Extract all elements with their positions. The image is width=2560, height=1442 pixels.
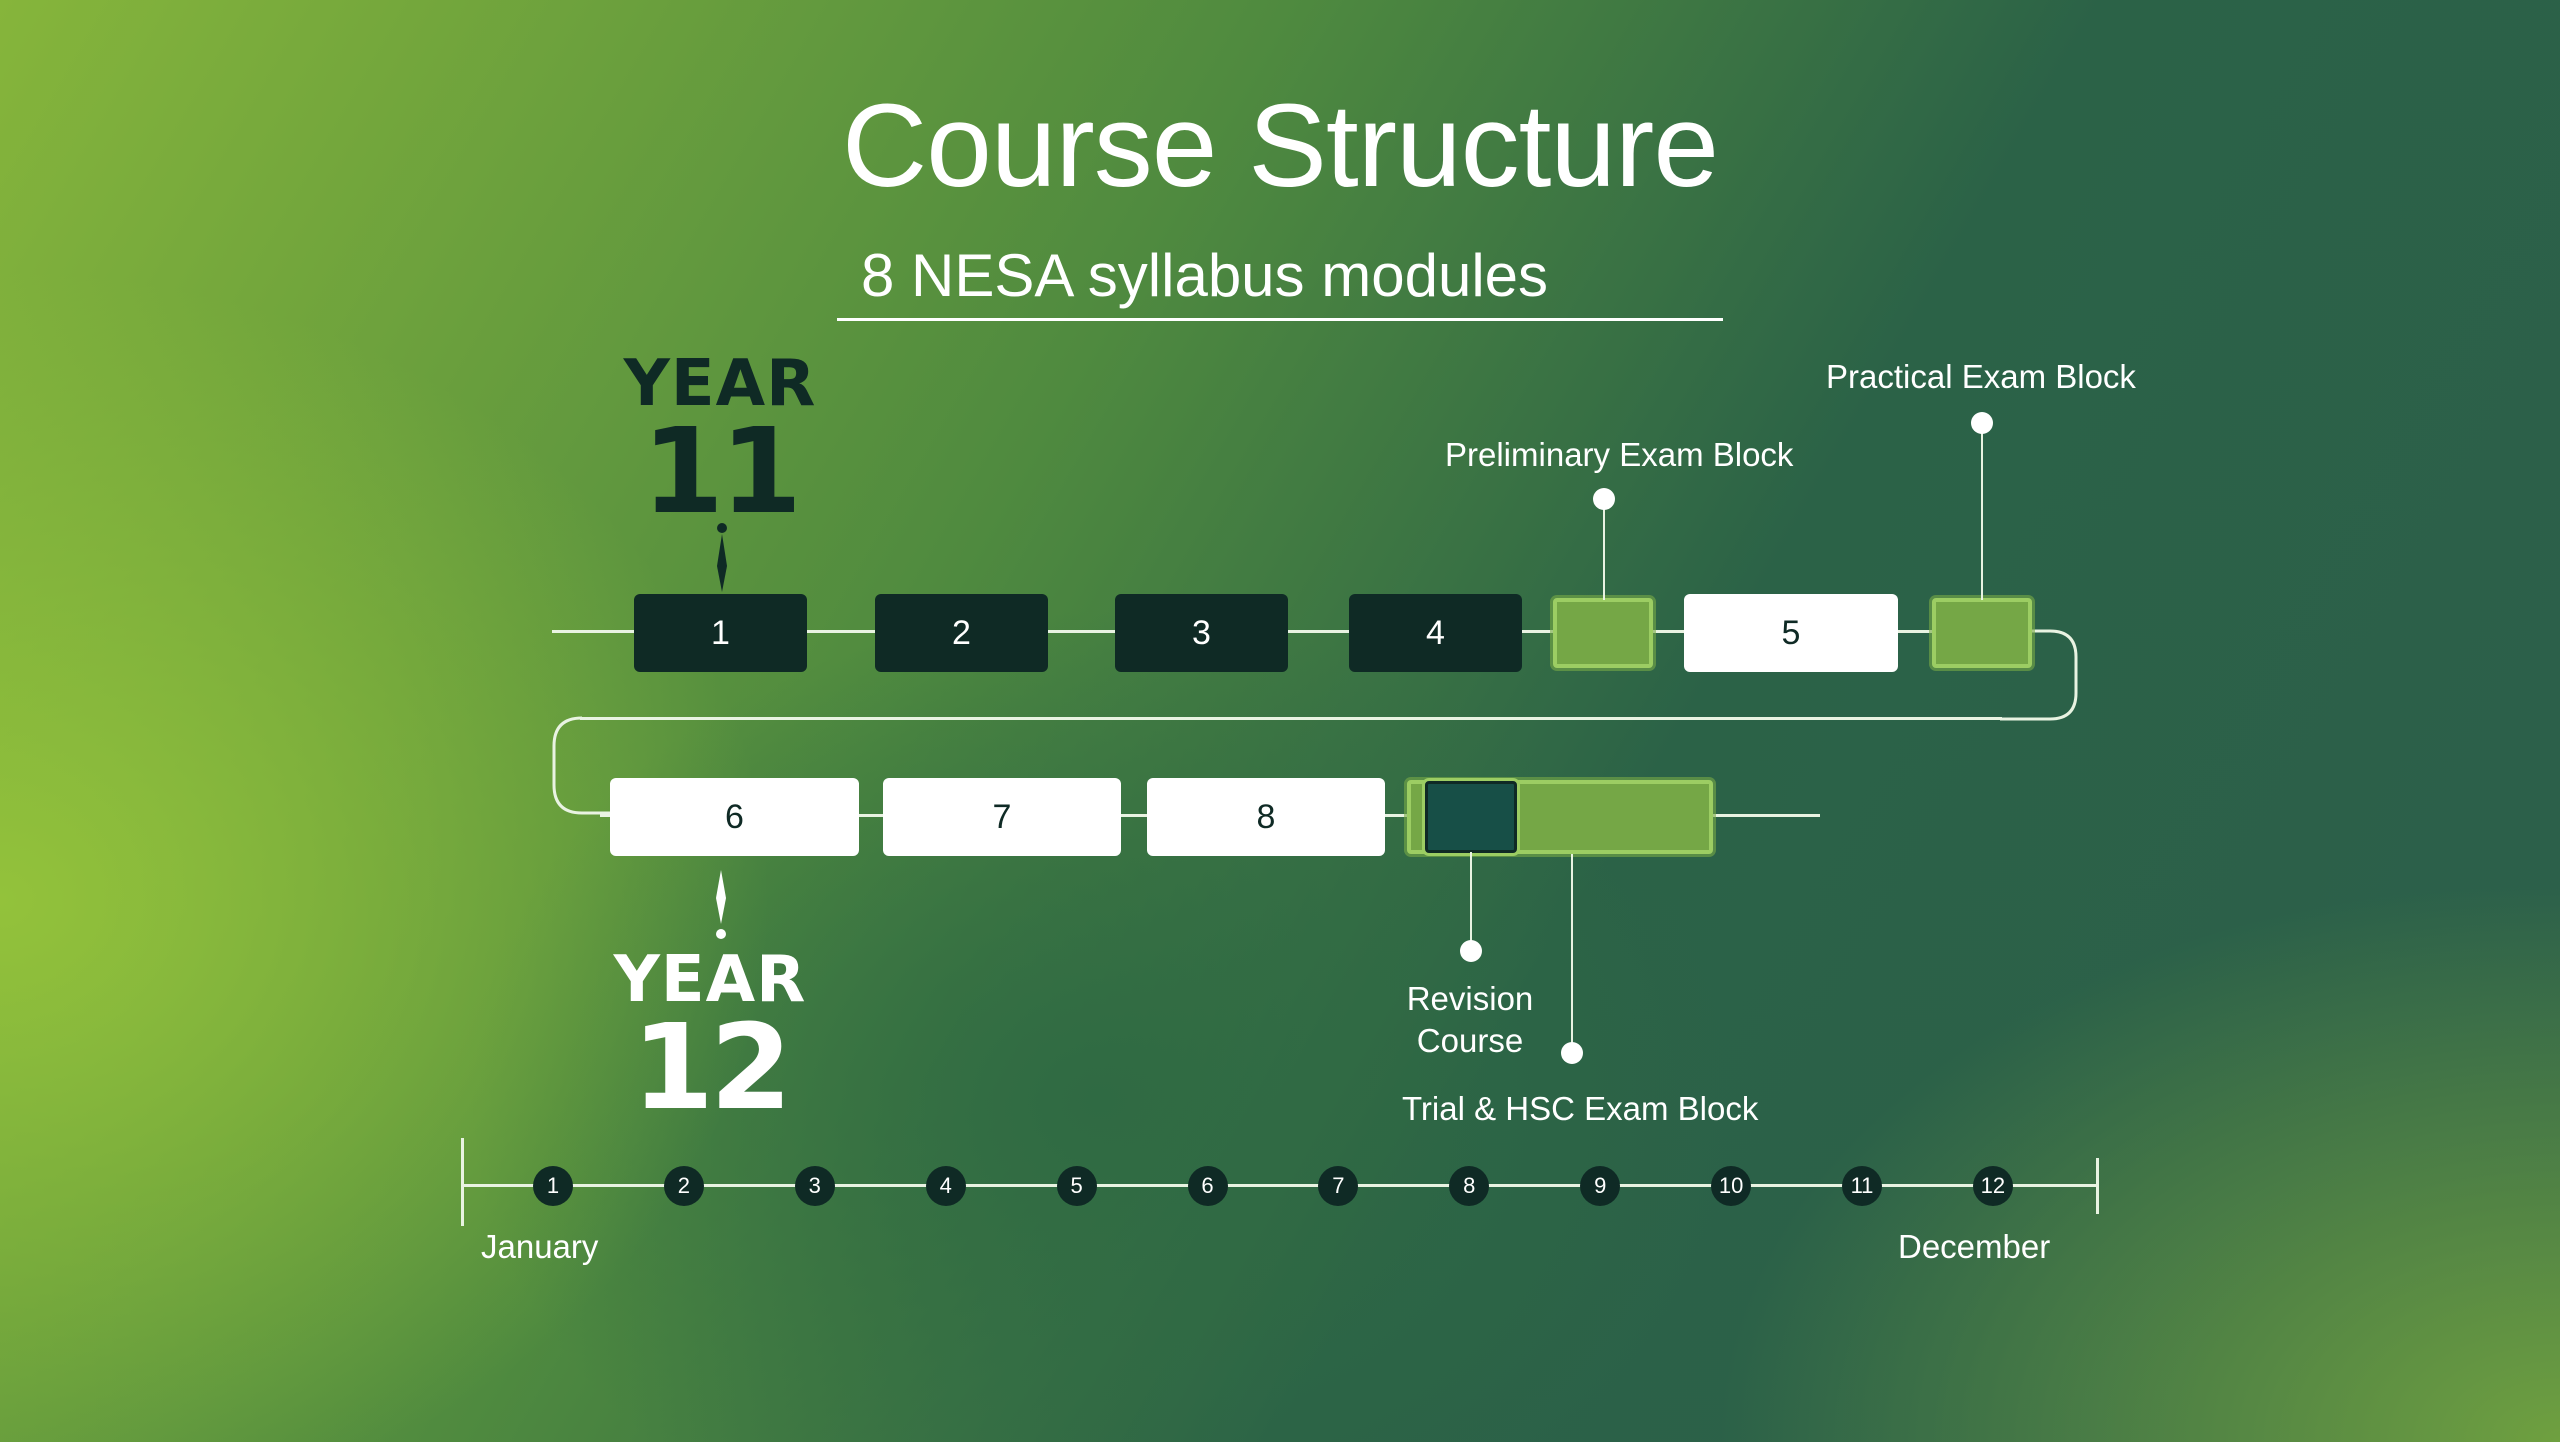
module-1: 1 [634, 594, 807, 672]
track-line-row-1 [552, 630, 2032, 633]
revision-course-block [1425, 781, 1517, 853]
module-3: 3 [1115, 594, 1288, 672]
year-11-label: YEAR 11 [620, 352, 820, 530]
month-marker-10: 10 [1711, 1166, 1752, 1206]
track-line-middle [580, 717, 2002, 720]
track-curve-right [2000, 629, 2078, 721]
module-8: 8 [1147, 778, 1385, 856]
practical-exam-block [1932, 598, 2032, 668]
module-2: 2 [875, 594, 1048, 672]
month-marker-4: 4 [925, 1166, 966, 1206]
preliminary-callout-dot [1593, 488, 1615, 510]
practical-callout-dot [1971, 412, 1993, 434]
year-11-word: YEAR [623, 347, 817, 421]
year-12-label: YEAR 12 [610, 948, 810, 1126]
trial-hsc-callout-line [1571, 854, 1573, 1052]
subtitle-underline [837, 318, 1723, 321]
revision-label-line-2: Course [1416, 1022, 1524, 1059]
subtitle-group: 8 NESA syllabus modules [837, 240, 1723, 321]
timeline-axis [462, 1184, 2098, 1187]
track-curve-left [552, 716, 628, 815]
module-4: 4 [1349, 594, 1522, 672]
month-marker-5: 5 [1056, 1166, 1097, 1206]
year-12-number: 12 [631, 998, 792, 1136]
page-subtitle: 8 NESA syllabus modules [861, 242, 1549, 309]
year-12-word: YEAR [613, 943, 807, 1017]
trial-hsc-callout-dot [1561, 1042, 1583, 1064]
month-marker-12: 12 [1972, 1166, 2013, 1206]
timeline-end-label: December [1898, 1228, 2051, 1265]
timeline-start-tick [461, 1138, 464, 1226]
year-12-pointer-icon [716, 870, 726, 939]
preliminary-exam-label: Preliminary Exam Block [1445, 436, 1794, 473]
revision-callout-line [1470, 852, 1472, 950]
month-marker-3: 3 [794, 1166, 835, 1206]
trial-hsc-exam-label: Trial & HSC Exam Block [1402, 1090, 1759, 1127]
month-marker-8: 8 [1449, 1166, 1490, 1206]
month-marker-7: 7 [1318, 1166, 1359, 1206]
practical-callout-line [1981, 430, 1983, 600]
practical-exam-label: Practical Exam Block [1826, 358, 2136, 395]
timeline-end-tick [2096, 1158, 2099, 1214]
month-marker-9: 9 [1580, 1166, 1621, 1206]
revision-label-line-1: Revision [1406, 980, 1534, 1017]
preliminary-exam-block [1553, 598, 1653, 668]
month-marker-6: 6 [1187, 1166, 1228, 1206]
month-marker-11: 11 [1842, 1166, 1882, 1206]
month-marker-2: 2 [663, 1166, 704, 1206]
revision-course-label: Revision Course [1370, 978, 1570, 1062]
module-6: 6 [610, 778, 859, 856]
preliminary-callout-line [1603, 508, 1605, 600]
year-11-pointer-icon [717, 523, 727, 592]
timeline-start-label: January [481, 1228, 599, 1265]
module-5: 5 [1684, 594, 1898, 672]
module-7: 7 [883, 778, 1121, 856]
revision-callout-dot [1460, 940, 1482, 962]
page-title: Course Structure [842, 80, 1719, 212]
year-11-number: 11 [641, 402, 802, 540]
month-marker-1: 1 [533, 1166, 573, 1206]
